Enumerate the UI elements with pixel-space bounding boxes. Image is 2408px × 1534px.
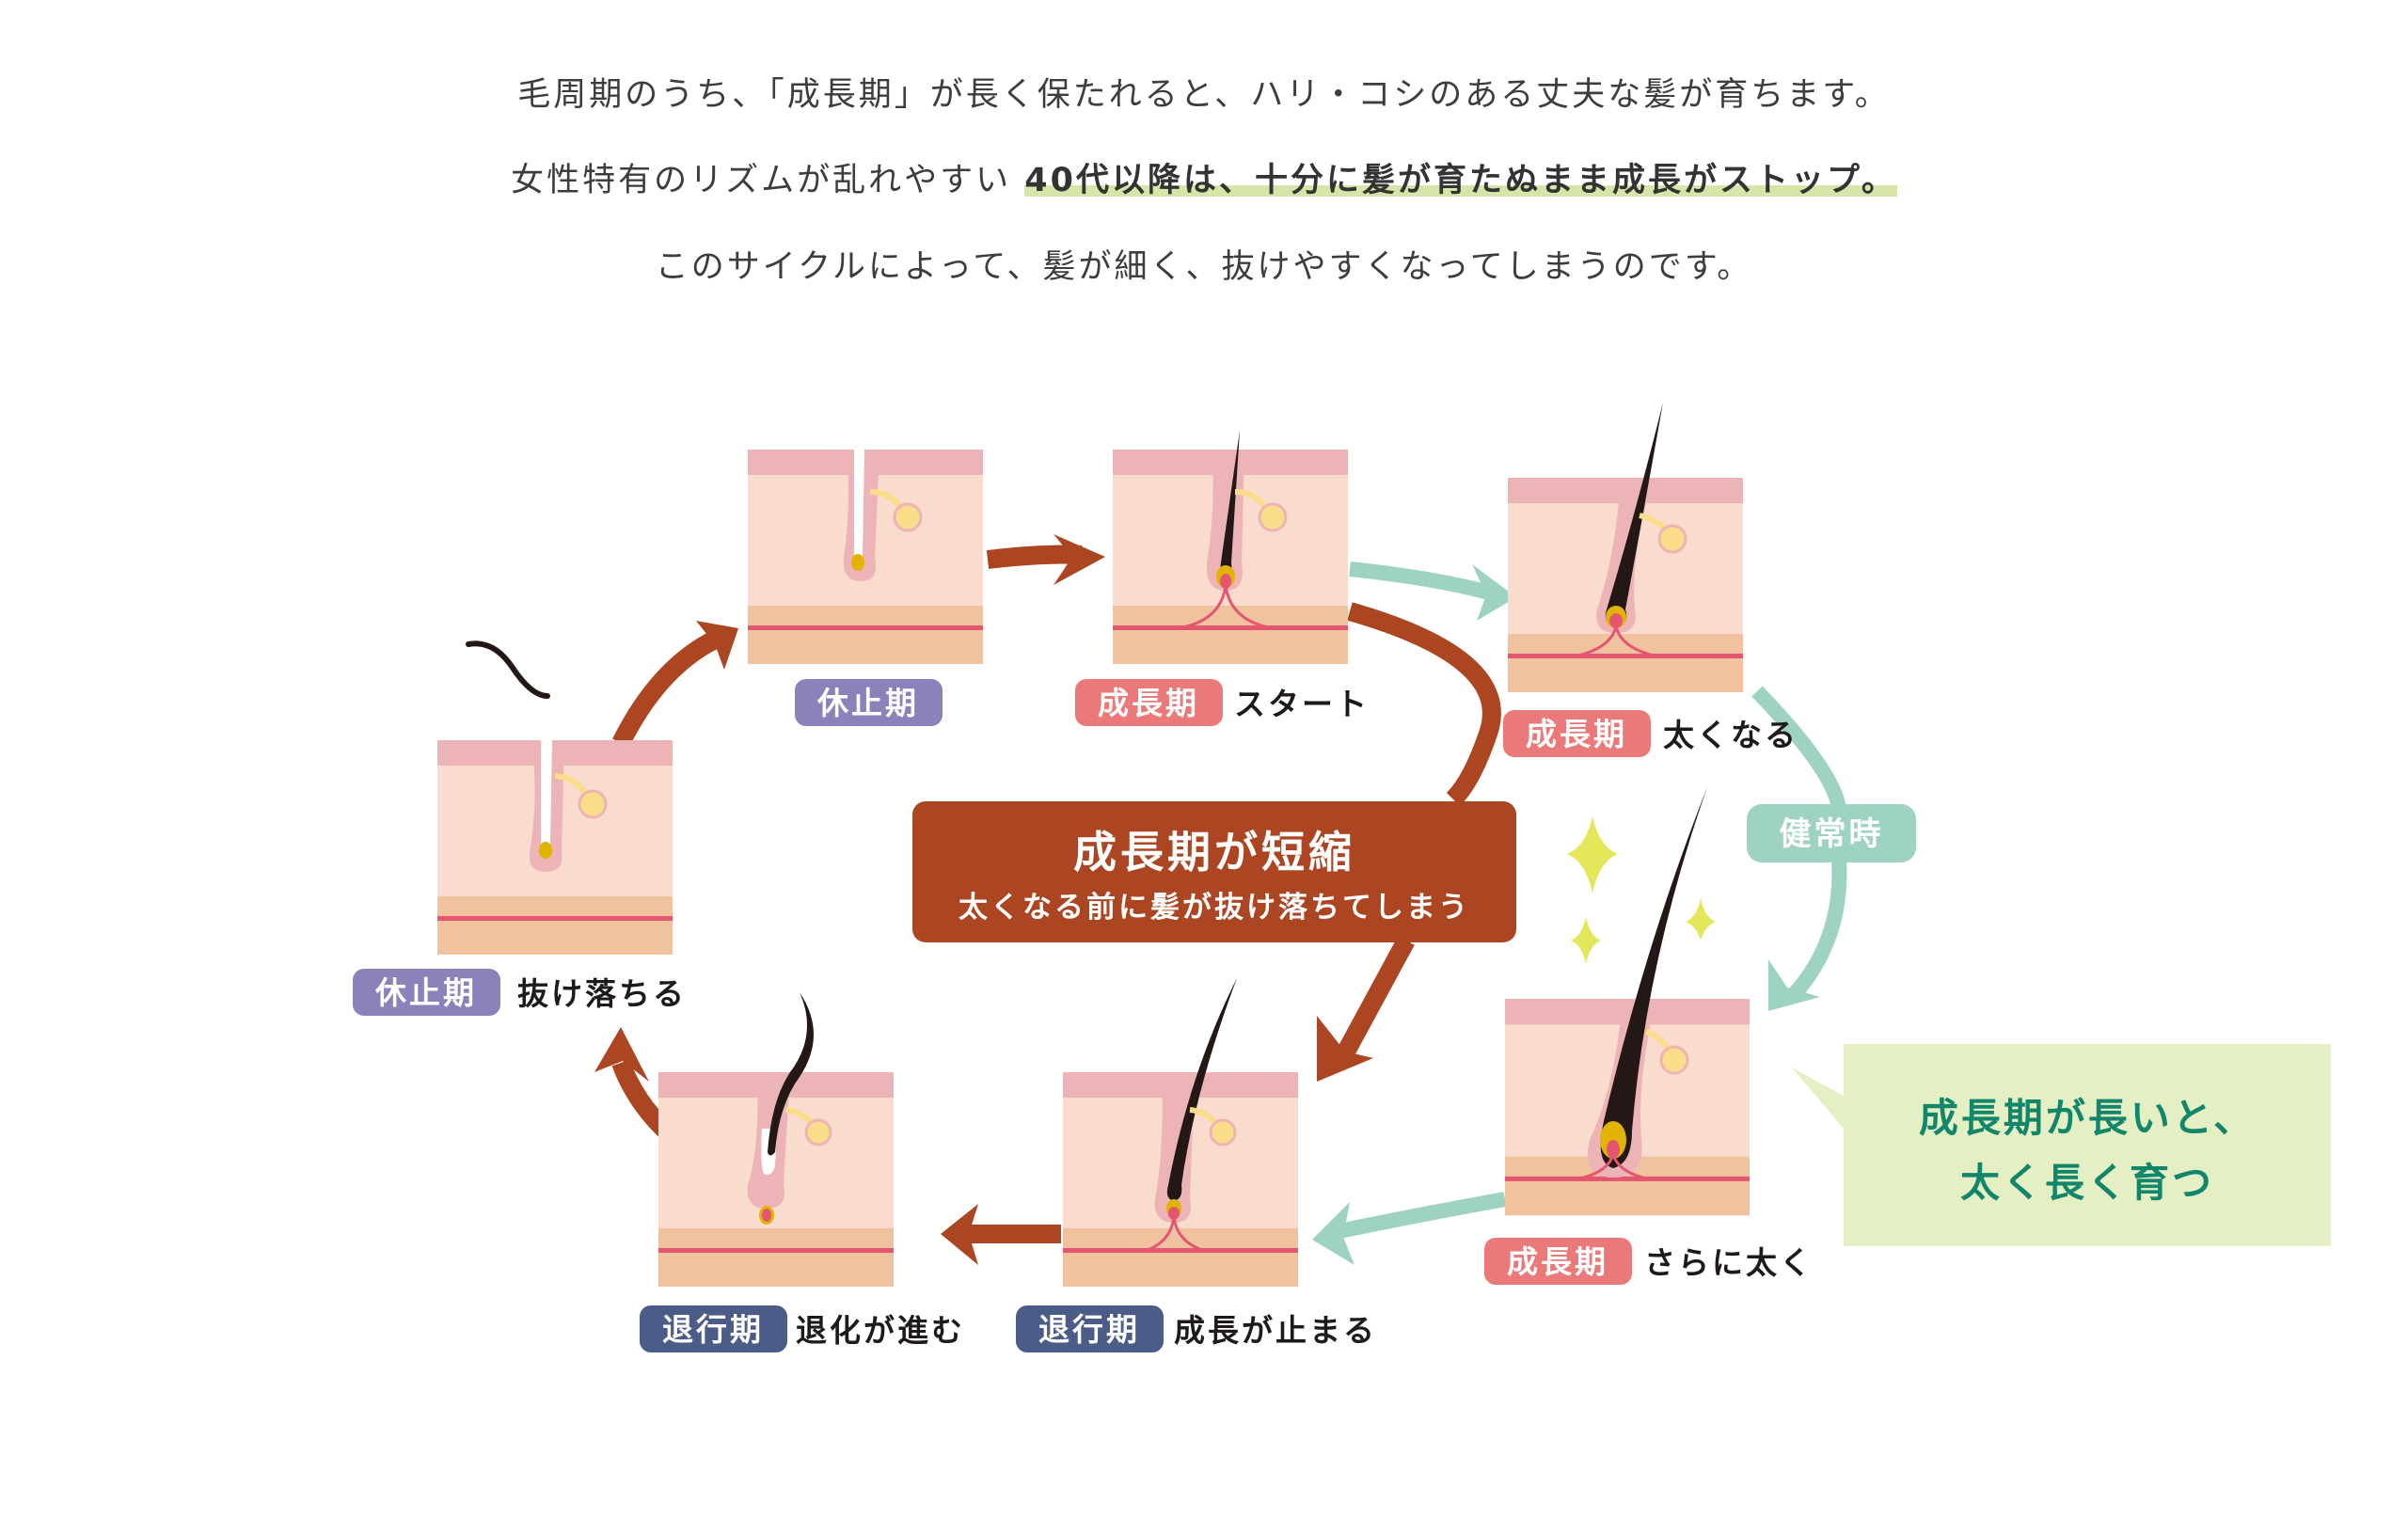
intro-line-2: 女性特有のリズムが乱れやすい 40代以降は、十分に髪が育たぬまま成長がストップ。 [0,153,2408,201]
arrowhead-icon [1472,564,1516,621]
shortened-growth-banner: 成長期が短縮 太くなる前に髪が抜け落ちてしまう [912,801,1516,942]
stage-caption: スタート [1234,686,1370,722]
panel-rest-fall [437,740,673,955]
long-growth-callout: 成長期が長いと、 太く長く育つ [1792,1044,2331,1246]
intro-line-2-plain: 女性特有のリズムが乱れやすい [511,162,1012,199]
arrow-fall-to-rest [612,631,720,748]
cycle-arrowheads [594,534,1373,1265]
arrow-start-to-thicker [1349,561,1498,602]
stage-tag-growth [1484,1238,1632,1285]
label-catagen-stop: 退行期 成長が止まる [1016,1305,1377,1352]
healthy-pill-label: 健常時 [1780,815,1884,853]
stage-tag-catagen [640,1305,787,1352]
arrow-banner-to-catagen [1337,936,1415,1058]
intro-line-3: このサイクルによって、髪が細く、抜けやすくなってしまうのです。 [655,248,1753,286]
stage-tag-text: 成長期 [1507,1243,1608,1280]
falling-hair-icon [466,640,550,699]
panel-rest-top [748,450,983,664]
banner-subtitle: 太くなる前に髪が抜け落ちてしまう [958,891,1470,925]
callout-line-2: 太く長く育つ [1960,1160,2214,1206]
sparkle-icon [1567,816,1618,894]
arrow-healthy-to-further [1786,860,1847,1003]
label-growth-start: 成長期 スタート [1075,679,1370,726]
banner-title: 成長期が短縮 [1073,827,1355,878]
healthy-pill: 健常時 [1747,804,1916,862]
stage-caption: 抜け落ちる [517,975,687,1012]
stage-tag-text: 休止期 [374,974,477,1011]
healthy-arrowheads [1312,564,1820,1265]
stage-caption: 太くなる [1663,717,1798,753]
healthy-arrows [1324,561,1847,1241]
stage-caption: 退化が進む [796,1312,965,1349]
callout-line-1: 成長期が長いと、 [1919,1095,2256,1141]
arrowhead-icon [1312,1202,1354,1265]
panel-growth-further [1505,787,1750,1216]
panel-catagen-stop [1063,978,1298,1287]
panel-growth-start [1113,431,1348,664]
arrow-thicker-to-healthy [1751,686,1846,811]
stage-tag-catagen [1016,1305,1164,1352]
label-growth-further: 成長期 さらに太く [1484,1238,1814,1285]
arrowhead-icon [696,621,738,670]
intro-line-2-highlight: 40代以降は、十分に髪が育たぬまま成長がストップ。 [1024,162,1897,199]
stage-tag-rest [353,969,500,1016]
stage-tag-text: 成長期 [1098,685,1199,721]
arrow-further-to-catagen [1324,1192,1507,1241]
sparkle-icon [1571,917,1601,964]
label-rest-top: 休止期 [795,679,943,726]
stage-tag-growth [1075,679,1223,726]
stage-tag-growth [1503,710,1651,757]
arrowhead-icon [941,1204,978,1265]
arrowhead-icon [1054,534,1105,585]
label-rest-fall: 休止期 抜け落ちる [353,969,687,1016]
arrow-rest-to-growth [986,545,1083,569]
intro-line-1: 毛周期のうち、「成長期」が長く保たれると、ハリ・コシのある丈夫な髪が育ちます。 [517,76,1891,114]
stage-tag-text: 休止期 [816,685,919,721]
sparkles [1567,816,1716,964]
arrowhead-icon [594,1027,649,1082]
arrowhead-icon [1768,959,1820,1011]
panel-growth-thicker [1508,403,1743,692]
stage-tag-text: 退行期 [1038,1311,1140,1348]
stage-caption: 成長が止まる [1174,1312,1377,1349]
stage-tag-text: 成長期 [1526,716,1627,752]
arrowhead-icon [1317,1016,1373,1082]
cycle-arrows [611,545,1501,1243]
label-growth-thicker: 成長期 太くなる [1503,710,1798,757]
stage-caption: さらに太く [1644,1244,1814,1281]
sparkle-icon [1686,898,1716,941]
arrow-growth-to-banner [1347,602,1501,807]
panel-catagen-regress [658,992,894,1287]
stage-tag-rest [795,679,943,726]
stage-tag-text: 退行期 [662,1311,764,1348]
label-catagen-regress: 退行期 退化が進む [640,1305,965,1352]
